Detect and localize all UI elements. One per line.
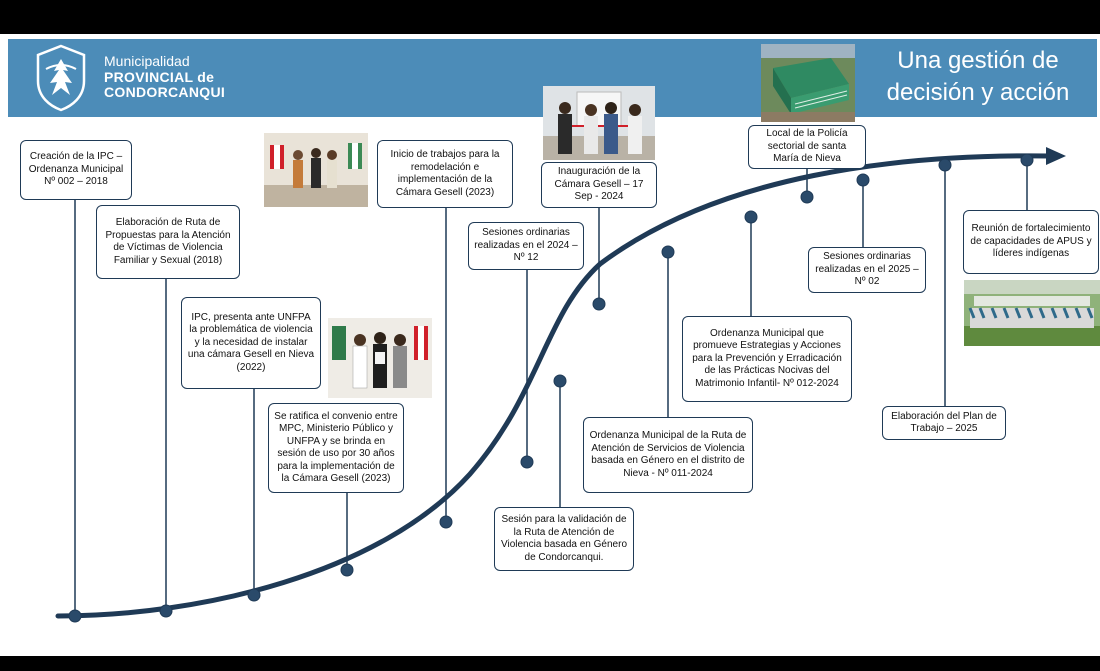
event-box-ordenanza-012: Ordenanza Municipal que promueve Estrate… — [682, 316, 852, 402]
timeline-dot-8 — [592, 297, 606, 311]
timeline-dot-12 — [856, 173, 870, 187]
timeline-dot-10 — [744, 210, 758, 224]
brand-line-condorcanqui: CONDORCANQUI — [104, 84, 226, 100]
condorcanqui-emblem-icon — [36, 44, 86, 112]
event-box-convenio: Se ratifica el convenio entre MPC, Minis… — [268, 403, 404, 493]
timeline-dot-13 — [938, 158, 952, 172]
event-photo-group-flags — [264, 133, 368, 207]
timeline-dot-4 — [340, 563, 354, 577]
event-box-local-policia: Local de la Policía sectorial de santa M… — [748, 125, 866, 169]
event-photo-convenio-signing — [328, 318, 432, 398]
timeline-dot-7 — [553, 374, 567, 388]
header-title: Una gestión de decisión y acción — [886, 47, 1070, 106]
brand-line-municipalidad: Municipalidad — [104, 53, 190, 69]
timeline-dot-1 — [68, 609, 82, 623]
brand-line-provincial: PROVINCIAL de — [104, 69, 215, 85]
timeline-dot-2 — [159, 604, 173, 618]
timeline-dot-3 — [247, 588, 261, 602]
timeline-dot-11 — [800, 190, 814, 204]
event-box-ipc-creation: Creación de la IPC – Ordenanza Municipal… — [20, 140, 132, 200]
event-box-sesiones-2024: Sesiones ordinarias realizadas en el 202… — [468, 222, 584, 270]
timeline-dot-9 — [661, 245, 675, 259]
event-box-ruta-propuestas: Elaboración de Ruta de Propuestas para l… — [96, 205, 240, 279]
timeline-diagram — [55, 147, 1066, 623]
event-box-inauguracion: Inauguración de la Cámara Gesell – 17 Se… — [541, 162, 657, 208]
event-photo-apus-meeting — [964, 280, 1100, 346]
arrow-right-icon — [1046, 147, 1066, 165]
slide: Municipalidad PROVINCIAL de CONDORCANQUI… — [0, 34, 1100, 656]
event-box-sesiones-2025: Sesiones ordinarias realizadas en el 202… — [808, 247, 926, 293]
event-box-ordenanza-011: Ordenanza Municipal de la Ruta de Atenci… — [583, 417, 753, 493]
timeline-dot-6 — [520, 455, 534, 469]
timeline-dots — [68, 153, 1034, 623]
timeline-curve — [55, 153, 1053, 619]
event-photo-inauguration — [543, 86, 655, 160]
timeline-dot-14 — [1020, 153, 1034, 167]
event-box-plan-trabajo: Elaboración del Plan de Trabajo – 2025 — [882, 406, 1006, 440]
event-box-reunion-apus: Reunión de fortalecimiento de capacidade… — [963, 210, 1099, 274]
event-box-ipc-unfpa: IPC, presenta ante UNFPA la problemática… — [181, 297, 321, 389]
timeline-connectors — [74, 160, 1028, 616]
event-photo-police-building — [761, 44, 855, 122]
event-box-inicio-trabajos: Inicio de trabajos para la remodelación … — [377, 140, 513, 208]
event-box-sesion-validacion: Sesión para la validación de la Ruta de … — [494, 507, 634, 571]
timeline-dot-5 — [439, 515, 453, 529]
